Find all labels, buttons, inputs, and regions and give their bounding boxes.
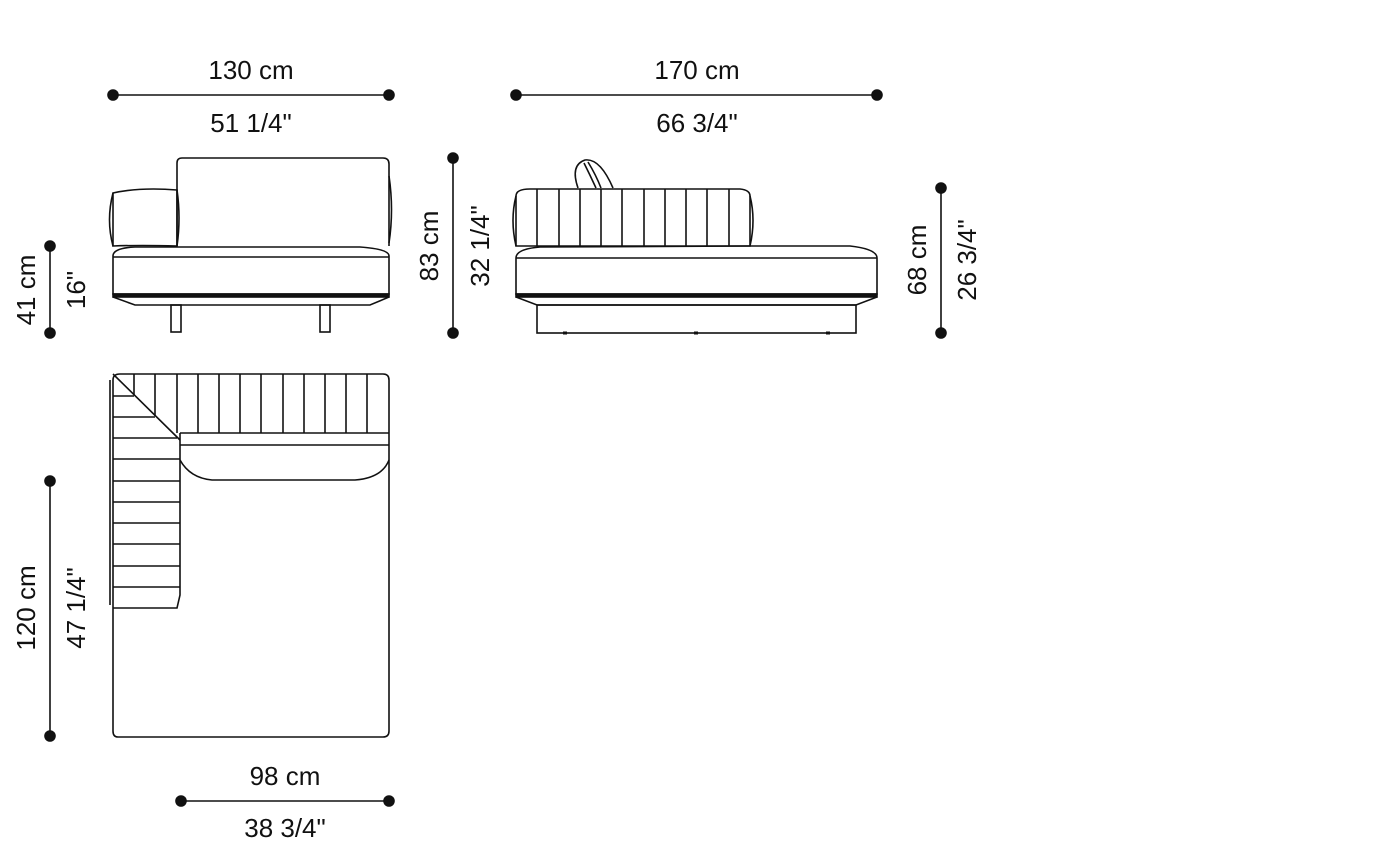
side-depth-metric: 170 cm: [654, 55, 740, 85]
top-depth-metric: 120 cm: [11, 565, 41, 651]
dim-line-seat-height: [44, 240, 56, 339]
front-view: [108, 157, 393, 333]
channel-lines-side: [536, 189, 730, 246]
seat-height-imperial: 16": [61, 270, 91, 310]
total-height-metric: 83 cm: [414, 210, 444, 282]
dim-line-side-depth: [510, 89, 883, 101]
dim-line-top-depth: [44, 475, 56, 742]
top-width-metric: 98 cm: [249, 761, 321, 791]
dim-line-front-width: [107, 89, 395, 101]
side-depth-imperial: 66 3/4": [656, 108, 738, 138]
top-depth-imperial: 47 1/4": [61, 567, 91, 649]
arm-height-metric: 68 cm: [902, 224, 932, 296]
front-width-metric: 130 cm: [208, 55, 294, 85]
total-height-imperial: 32 1/4": [465, 205, 495, 287]
channel-lines-top-arm: [113, 395, 180, 588]
side-view: [512, 159, 878, 335]
dim-line-total-height: [447, 152, 459, 339]
top-view: [109, 373, 390, 738]
dim-line-top-width: [175, 795, 395, 807]
channel-lines-top-back: [133, 374, 368, 433]
arm-height-imperial: 26 3/4": [952, 219, 982, 301]
top-width-imperial: 38 3/4": [244, 813, 326, 843]
front-width-imperial: 51 1/4": [210, 108, 292, 138]
seat-height-metric: 41 cm: [11, 254, 41, 326]
dim-line-arm-height: [935, 182, 947, 339]
